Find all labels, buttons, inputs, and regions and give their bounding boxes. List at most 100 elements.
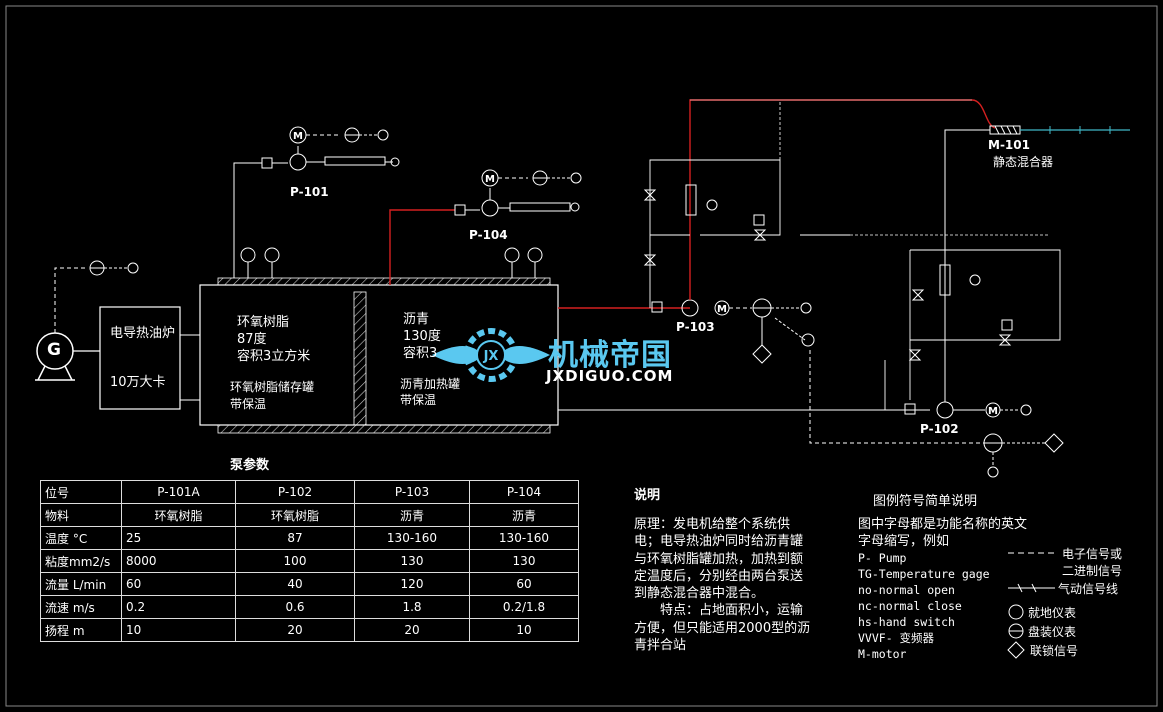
table-row: 扬程 m 10 20 20 10 xyxy=(40,618,579,642)
p102-tag: P-102 xyxy=(920,422,959,436)
epoxy-tank-temp: 87度 xyxy=(237,332,267,347)
table-cell: 环氧树脂 xyxy=(235,503,355,527)
explanation-line: 电；电导热油炉同时给沥青罐 xyxy=(634,534,804,549)
table-cell: 沥青 xyxy=(354,503,470,527)
table-cell: 粘度mm2/s xyxy=(40,549,122,573)
table-cell: 0.2/1.8 xyxy=(469,595,579,619)
gen-instrument xyxy=(89,260,139,276)
table-cell: 流量 L/min xyxy=(40,572,122,596)
table-cell: 20 xyxy=(354,618,470,642)
table-cell: 40 xyxy=(235,572,355,596)
legend-line: no-normal open xyxy=(858,583,955,597)
asphalt-tank-volume: 容积3 xyxy=(403,346,438,361)
svg-text:M: M xyxy=(717,304,727,315)
legend-title: 图例符号简单说明 xyxy=(873,494,978,509)
explanation-line: 定温度后，分别经由两台泵送 xyxy=(634,569,804,584)
table-cell: 120 xyxy=(354,572,470,596)
svg-text:M: M xyxy=(988,406,998,417)
mixer-name: 静态混合器 xyxy=(993,155,1054,169)
table-cell: 87 xyxy=(235,526,355,550)
legend-line: 图中字母都是功能名称的英文 xyxy=(858,517,1028,532)
hot-pipe-p104 xyxy=(389,209,455,285)
table-header-cell: P-104 xyxy=(469,480,579,504)
table-cell: 100 xyxy=(235,549,355,573)
table-cell: 130 xyxy=(469,549,579,573)
table-header-cell: P-101A xyxy=(121,480,236,504)
legend-electric-signal-2: 二进制信号 xyxy=(1062,564,1123,578)
table-row: 流速 m/s 0.2 0.6 1.8 0.2/1.8 xyxy=(40,595,579,619)
svg-text:JX: JX xyxy=(483,349,499,364)
table-cell: 1.8 xyxy=(354,595,470,619)
table-header-cell: 位号 xyxy=(40,480,122,504)
table-cell: 60 xyxy=(469,572,579,596)
pump-parameter-table: 位号 P-101A P-102 P-103 P-104 物料 环氧树脂 环氧树脂… xyxy=(40,480,579,642)
table-cell: 温度 °C xyxy=(40,526,122,550)
table-cell: 20 xyxy=(235,618,355,642)
mixer-id: M-101 xyxy=(988,138,1030,152)
explanation-line: 方便，但只能适用2000型的沥 xyxy=(634,621,811,636)
legend-line: P- Pump xyxy=(858,551,907,565)
table-cell: 25 xyxy=(121,526,236,550)
drawing-border xyxy=(5,5,1158,707)
legend-electric-signal-1: 电子信号或 xyxy=(1062,547,1123,561)
asphalt-tank-name: 沥青 xyxy=(403,312,430,327)
table-cell: 环氧树脂 xyxy=(121,503,236,527)
table-cell: 8000 xyxy=(121,549,236,573)
p101-valves xyxy=(261,126,400,171)
table-row: 流量 L/min 60 40 120 60 xyxy=(40,572,579,596)
table-cell: 物料 xyxy=(40,503,122,527)
p101-motor-symbol: M xyxy=(293,131,303,142)
svg-text:M: M xyxy=(485,174,495,185)
legend-line: M-motor xyxy=(858,647,907,661)
table-cell: 130-160 xyxy=(354,526,470,550)
table-cell: 流速 m/s xyxy=(40,595,122,619)
legend-interlock-signal: 联锁信号 xyxy=(1030,644,1079,658)
explanation-line: 到静态混合器中混合。 xyxy=(634,586,765,601)
legend-local-instrument: 就地仪表 xyxy=(1028,606,1077,620)
table-cell: 0.2 xyxy=(121,595,236,619)
legend-line: nc-normal close xyxy=(858,599,962,613)
table-cell: 扬程 m xyxy=(40,618,122,642)
p103-tag: P-103 xyxy=(676,320,715,334)
explanation-line: 与环氧树脂罐加热，加热到额 xyxy=(634,552,804,567)
tank-divider xyxy=(353,291,367,426)
table-header-row: 位号 P-101A P-102 P-103 P-104 xyxy=(40,480,579,504)
heater-label-1: 电导热油炉 xyxy=(110,326,176,341)
heater-box xyxy=(99,306,181,410)
epoxy-tank-desc: 环氧树脂储存罐 xyxy=(230,380,315,394)
legend-line: 字母缩写，例如 xyxy=(858,534,950,549)
table-row: 物料 环氧树脂 环氧树脂 沥青 沥青 xyxy=(40,503,579,527)
generator-symbol: G xyxy=(47,340,61,360)
table-cell: 60 xyxy=(121,572,236,596)
legend-pneumatic-signal: 气动信号线 xyxy=(1058,582,1119,596)
table-cell: 0.6 xyxy=(235,595,355,619)
tank-gauges xyxy=(240,247,543,278)
table-row: 温度 °C 25 87 130-160 130-160 xyxy=(40,526,579,550)
legend-line: TG-Temperature gage xyxy=(858,567,990,581)
p104-tag: P-104 xyxy=(469,228,508,242)
legend-symbols xyxy=(1007,552,1055,659)
table-cell: 130-160 xyxy=(469,526,579,550)
table-cell: 10 xyxy=(121,618,236,642)
explanation-line: 青拌合站 xyxy=(634,638,687,653)
epoxy-tank-name: 环氧树脂 xyxy=(237,315,290,330)
table-cell: 沥青 xyxy=(469,503,579,527)
asphalt-tank-temp: 130度 xyxy=(403,329,441,344)
asphalt-tank-insulation: 带保温 xyxy=(400,393,437,407)
logo-badge-icon: JX xyxy=(432,328,550,382)
p101-tag: P-101 xyxy=(290,185,329,199)
logo-sub-text: JXDIGUO.COM xyxy=(546,367,674,385)
table-cell: 130 xyxy=(354,549,470,573)
epoxy-tank-insulation: 带保温 xyxy=(230,397,267,411)
explanation-title: 说明 xyxy=(634,488,661,503)
asphalt-tank-desc: 沥青加热罐 xyxy=(400,377,461,391)
explanation-line: 特点：占地面积小，运输 xyxy=(660,603,804,618)
table-header-cell: P-102 xyxy=(235,480,355,504)
legend-line: hs-hand switch xyxy=(858,615,955,629)
logo-main-text: 机械帝国 xyxy=(548,338,672,373)
table-row: 粘度mm2/s 8000 100 130 130 xyxy=(40,549,579,573)
heater-label-2: 10万大卡 xyxy=(110,375,166,390)
table-header-cell: P-103 xyxy=(354,480,470,504)
table-cell: 10 xyxy=(469,618,579,642)
